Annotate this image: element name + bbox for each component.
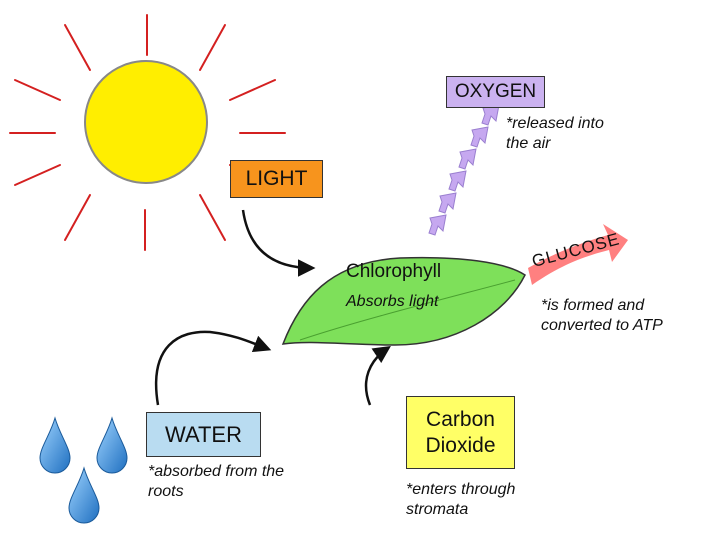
- water-drop-icon: [96, 416, 128, 474]
- water-label: WATER: [146, 412, 261, 457]
- light-label: LIGHT: [230, 160, 323, 198]
- glucose-arrow: [528, 224, 628, 285]
- light-to-leaf-arrow: [241, 209, 316, 277]
- sun-icon: [84, 60, 208, 184]
- carbon-dioxide-label: Carbon Dioxide: [406, 396, 515, 469]
- oxygen-chevrons: [428, 104, 500, 236]
- water-to-leaf-arrow: [155, 330, 272, 406]
- oxygen-note: *released into the air: [506, 115, 604, 152]
- glucose-note: *is formed and converted to ATP: [541, 297, 663, 334]
- chlorophyll-label: Chlorophyll: [346, 261, 442, 282]
- water-drop-icon: [68, 466, 100, 524]
- water-drops: [39, 416, 128, 524]
- absorbs-light-label: Absorbs light: [346, 293, 439, 310]
- carbon-to-leaf-arrow: [364, 346, 391, 406]
- carbon-dioxide-note: *enters through stromata: [406, 481, 516, 518]
- leaf-icon: [281, 256, 526, 346]
- oxygen-label: OXYGEN: [446, 76, 545, 108]
- water-note: *absorbed from the roots: [148, 463, 285, 500]
- leaf-vein: [299, 279, 516, 341]
- water-drop-icon: [39, 416, 71, 474]
